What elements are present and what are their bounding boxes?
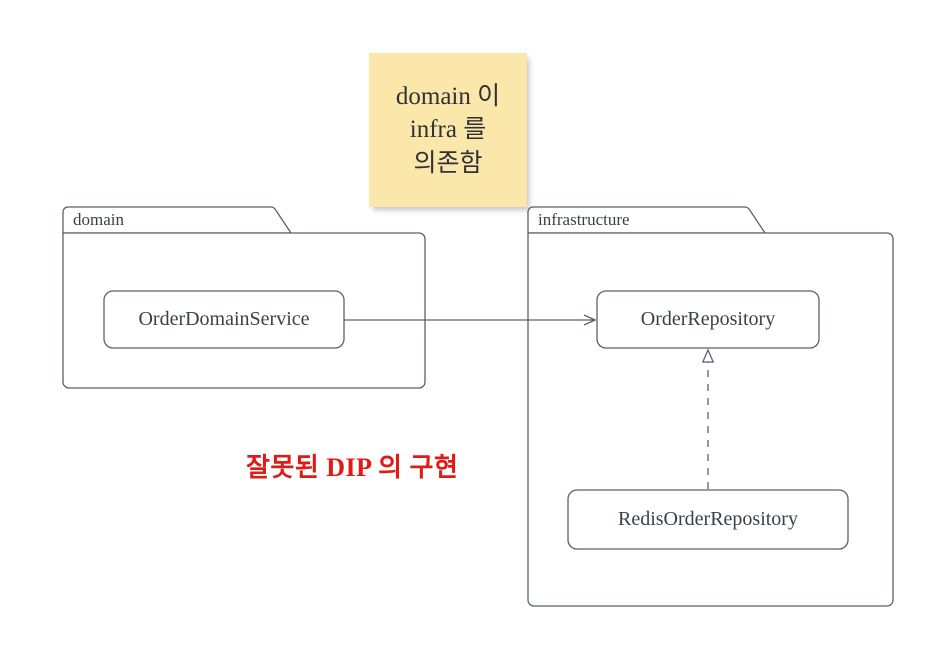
sticky-note-line-1: domain 이 xyxy=(395,83,501,111)
sticky-note-line-3: 의존함 xyxy=(413,149,483,177)
class-box-redis-order-repository[interactable] xyxy=(567,489,849,550)
package-domain-tab xyxy=(62,206,292,234)
sticky-note[interactable]: domain 이 infra 를 의존함 xyxy=(369,53,527,207)
sticky-note-line-2: infra 를 xyxy=(409,116,487,144)
class-box-order-domain-service[interactable] xyxy=(103,290,345,349)
sticky-note-text: domain 이 infra 를 의존함 xyxy=(390,80,506,180)
class-box-order-repository[interactable] xyxy=(596,290,820,349)
package-infrastructure-body xyxy=(527,232,894,607)
package-infrastructure-tab xyxy=(527,206,766,234)
